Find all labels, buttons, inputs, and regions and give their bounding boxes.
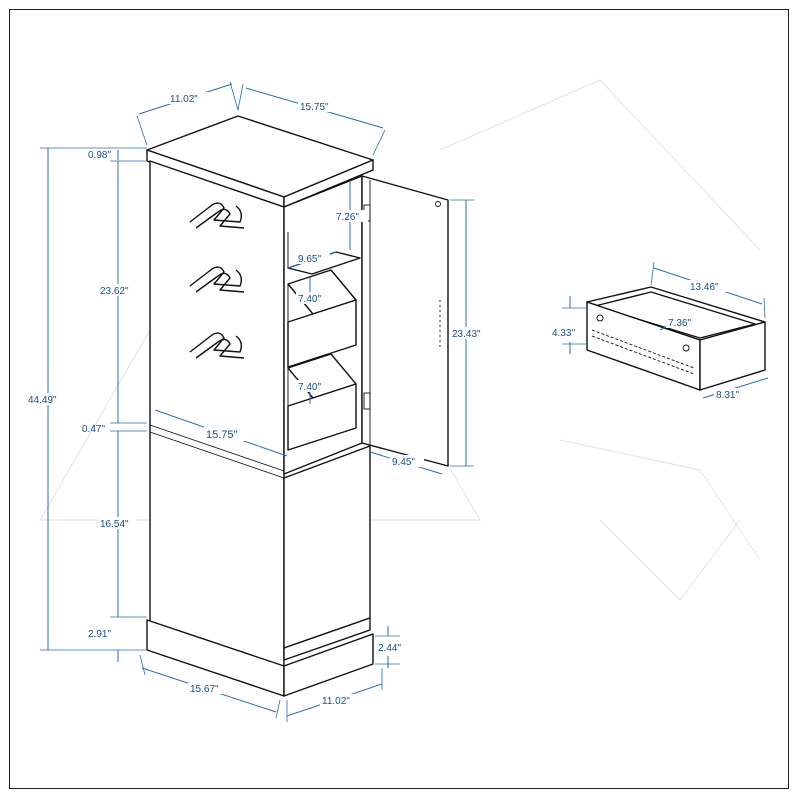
label-divider-thickness: 0.47" [82,424,105,435]
hook-1 [189,202,245,229]
hook-2 [189,266,245,293]
label-base-width: 15.67" [190,684,219,695]
label-drawer-length: 13.46" [690,282,719,293]
label-drawer-inner-depth: 7.36" [668,318,691,329]
label-drawer-height: 4.33" [552,328,575,339]
label-door-width: 9.45" [392,457,415,468]
left-side-panel [149,160,285,669]
middle-divider-edge [149,431,285,479]
lower-drawer-front [287,383,357,451]
label-top-thickness: 0.98" [88,150,111,161]
label-plinth-height: 2.44" [378,643,401,654]
label-drawer-width: 8.31" [716,390,739,401]
label-base-depth: 11.02" [322,696,350,707]
upper-drawer-front [287,299,357,368]
open-door [361,175,449,467]
dimension-labels: 11.02" 15.75" 0.98" 23.62" 44.49" 0.47" … [26,92,748,707]
label-lower-section-height: 16.54" [100,519,129,530]
label-shelf-depth: 9.65" [298,254,321,265]
lower-compartment [283,445,371,649]
lower-hinge [363,392,371,410]
plinth-side [283,633,374,697]
drawer-rail [591,329,695,369]
diagram-frame [9,9,789,789]
drawer-detail [586,286,766,391]
top-board-side-edge [283,159,374,208]
hook-3 [189,332,245,359]
middle-divider-line [149,424,285,472]
label-door-height: 23.43" [452,329,481,340]
label-lower-drawer-gap: 7.40" [298,382,321,393]
label-base-height: 2.91" [88,629,111,640]
drawer-side [699,321,766,391]
label-top-depth: 11.02" [170,94,198,105]
label-upper-section-height: 23.62" [100,286,129,297]
label-upper-drawer-gap: 7.40" [298,294,321,305]
cabinet [146,115,449,697]
label-top-width: 15.75" [300,102,329,113]
label-total-height: 44.49" [28,395,57,406]
label-shelf-gap-top: 7.26" [336,212,359,223]
lower-shelf-edge [283,617,371,661]
label-mid-width: 15.75" [206,429,238,441]
